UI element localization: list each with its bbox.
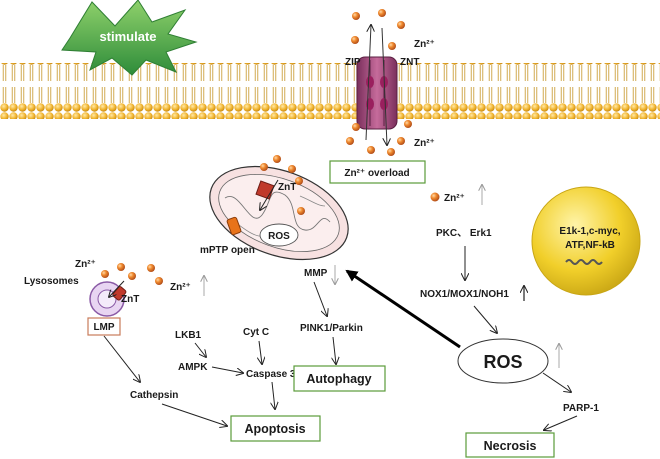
mito-ros-label: ROS	[268, 231, 290, 242]
lkb1-label: LKB1	[175, 330, 202, 341]
ros-oval	[457, 338, 549, 384]
znt-label: ZNT	[400, 57, 419, 68]
cytc-label: Cyt C	[243, 327, 269, 338]
ros-central-label: ROS	[483, 352, 522, 372]
autophagy-box	[293, 365, 386, 392]
mptp-label: mPTP open	[200, 245, 255, 256]
pkc-erk-label: PKC、 Erk1	[436, 228, 492, 239]
ros-to-parp-arrow	[542, 372, 571, 392]
lysosomes-title: Lysosomes	[24, 276, 79, 287]
caspase3-label: Caspase 3	[246, 369, 296, 380]
nox-label: NOX1/MOX1/NOH1	[420, 289, 509, 300]
mmp-label: MMP	[304, 268, 328, 279]
lmp-box	[87, 317, 121, 336]
autophagy-label: Autophagy	[306, 372, 371, 386]
znt-export-arrow	[381, 27, 387, 145]
caspase-to-apoptosis-arrow	[272, 381, 275, 409]
ros-to-mito-arrow	[345, 269, 461, 349]
zinc-ions-top	[351, 9, 405, 50]
lysosome	[89, 280, 127, 317]
apoptosis-label: Apoptosis	[244, 422, 305, 436]
cathepsin-label: Cathepsin	[130, 390, 178, 401]
zn2-left-mid-label: Zn²⁺	[170, 282, 191, 293]
mitochondrion	[209, 165, 349, 261]
mmp-to-pink1-arrow	[313, 281, 327, 316]
ampk-to-caspase-arrow	[211, 366, 243, 373]
zn2-bottom-label: Zn²⁺	[414, 138, 435, 149]
zn2-lysosome-label: Zn²⁺	[75, 259, 96, 270]
zinc-ion-right	[430, 192, 440, 202]
zinc-ions-mito	[260, 155, 305, 215]
mptp-pore	[226, 216, 242, 236]
zn-overload-label: Zn²⁺ overload	[344, 168, 409, 179]
nox-to-ros-arrow	[473, 305, 497, 333]
mito-znt-label: ZnT	[278, 182, 296, 193]
apoptosis-box	[230, 415, 321, 442]
lmp-label: LMP	[93, 322, 114, 333]
cathepsin-to-apoptosis-arrow	[161, 403, 227, 426]
lkb1-to-ampk-arrow	[194, 342, 206, 357]
nucleus-line2: ATF,NF-kB	[565, 240, 615, 251]
cytc-to-caspase-arrow	[259, 340, 262, 364]
pink1-to-autophagy-arrow	[333, 336, 336, 364]
zip-label: ZIP	[345, 57, 361, 68]
zinc-ion-left	[147, 264, 155, 272]
mito-znt-transporter	[255, 179, 279, 210]
cell-membrane	[0, 63, 660, 119]
stimulate-burst: stimulate	[61, 0, 198, 76]
membrane-transporter	[356, 56, 398, 130]
zinc-ions-lysosome	[101, 263, 136, 280]
zn2-top-label: Zn²⁺	[414, 39, 435, 50]
stimulate-label: stimulate	[99, 29, 156, 44]
nucleus	[531, 186, 641, 296]
zip-import-arrow	[365, 25, 371, 141]
ampk-label: AMPK	[178, 362, 208, 373]
zn2-right-mid-label: Zn²⁺	[444, 193, 465, 204]
nucleus-line1: E1k-1,c-myc,	[559, 226, 620, 237]
mito-ros-oval	[259, 223, 299, 247]
zinc-ions-bottom	[346, 120, 412, 156]
zinc-ion-left-2	[155, 277, 163, 285]
necrosis-label: Necrosis	[484, 439, 537, 453]
lysosome-znt-label: ZnT	[121, 294, 139, 305]
necrosis-box	[465, 432, 555, 458]
parp-to-necrosis-arrow	[544, 415, 578, 430]
lmp-to-cathepsin-arrow	[103, 335, 140, 382]
parp-label: PARP-1	[563, 403, 599, 414]
pink1-label: PINK1/Parkin	[300, 323, 363, 334]
zn-overload-box	[329, 160, 426, 184]
